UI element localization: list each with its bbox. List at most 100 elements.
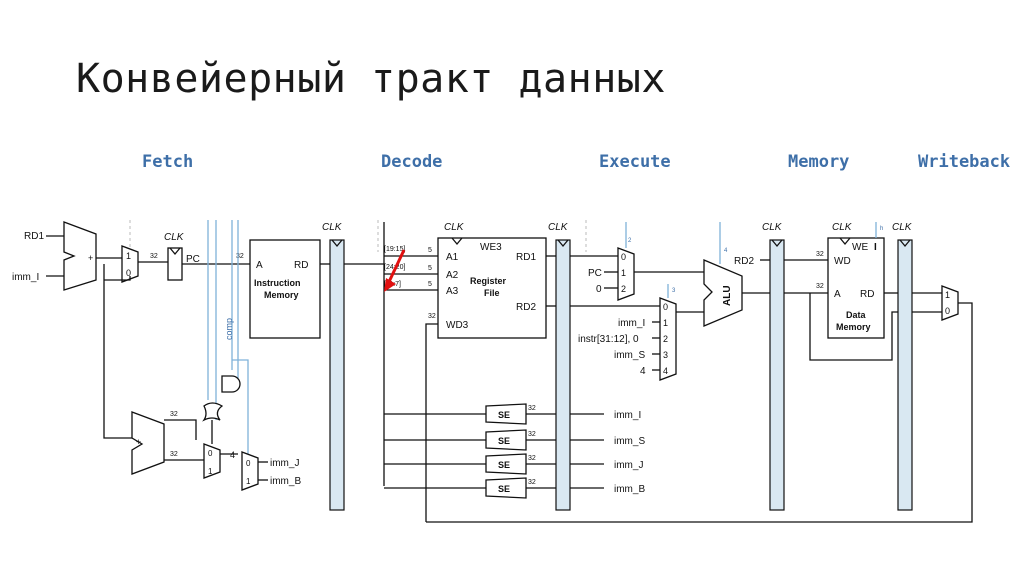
svg-text:32: 32 — [150, 253, 158, 260]
svg-text:Instruction: Instruction — [254, 278, 301, 288]
svg-text:2: 2 — [628, 238, 632, 244]
svg-text:32: 32 — [170, 451, 178, 458]
svg-text:32: 32 — [528, 405, 536, 412]
stage-label-writeback: Writeback — [918, 152, 1011, 172]
pipeline-register-mem-wb: CLK — [892, 222, 913, 511]
svg-text:CLK: CLK — [892, 222, 913, 233]
slide-title: Конвейерный тракт данных — [76, 56, 666, 102]
sign-extend-s: SE — [485, 429, 527, 451]
svg-text:0: 0 — [208, 449, 213, 458]
svg-text:CLK: CLK — [548, 222, 569, 233]
svg-text:+: + — [88, 253, 93, 263]
imm-i-out: imm_I — [614, 410, 641, 421]
svg-text:5: 5 — [428, 281, 432, 288]
and-gate — [221, 375, 241, 393]
svg-text:SE: SE — [498, 484, 510, 494]
svg-text:ALU: ALU — [722, 285, 733, 306]
or-gate — [202, 402, 224, 422]
svg-text:instr[31:12], 0: instr[31:12], 0 — [578, 334, 639, 345]
svg-text:CLK: CLK — [444, 222, 465, 233]
svg-text:CLK: CLK — [762, 222, 783, 233]
svg-text:32: 32 — [170, 411, 178, 418]
svg-text:0: 0 — [621, 252, 626, 262]
svg-text:WD3: WD3 — [446, 320, 469, 331]
imm-s-out: imm_S — [614, 436, 645, 447]
svg-text:4: 4 — [640, 366, 646, 377]
svg-text:32: 32 — [428, 313, 436, 320]
alu: ALU — [703, 259, 743, 327]
svg-text:imm_J: imm_J — [270, 458, 299, 469]
field-rs1: [19:15] — [384, 246, 405, 253]
svg-text:A: A — [256, 260, 263, 271]
imm-j-out: imm_J — [614, 460, 643, 471]
svg-text:+: + — [136, 437, 141, 447]
svg-text:RD2: RD2 — [516, 302, 536, 313]
sign-extend-j: SE — [485, 453, 527, 475]
svg-text:0: 0 — [126, 268, 131, 278]
sign-extend-i: SE — [485, 403, 527, 425]
svg-text:5: 5 — [428, 265, 432, 272]
branch-offset-mux: 0 1 — [241, 451, 259, 491]
svg-text:32: 32 — [528, 455, 536, 462]
rd1-input-label: RD1 — [24, 231, 44, 242]
svg-text:4: 4 — [724, 248, 728, 254]
pipeline-register-if-id: CLK — [322, 222, 345, 511]
svg-text:imm_B: imm_B — [270, 476, 301, 487]
svg-text:4: 4 — [230, 450, 235, 460]
svg-text:CLK: CLK — [164, 232, 185, 243]
svg-text:I: I — [874, 242, 877, 253]
svg-text:0: 0 — [596, 284, 602, 295]
stage-label-decode: Decode — [381, 152, 443, 172]
svg-text:PC: PC — [186, 254, 200, 265]
branch-adder: + — [131, 411, 165, 475]
stage-label-fetch: Fetch — [142, 152, 194, 172]
svg-text:RD: RD — [294, 260, 308, 271]
svg-text:2: 2 — [663, 334, 668, 344]
svg-text:32: 32 — [528, 479, 536, 486]
svg-text:Memory: Memory — [836, 322, 871, 332]
svg-text:WE3: WE3 — [480, 242, 502, 253]
svg-text:CLK: CLK — [832, 222, 853, 233]
svg-text:4: 4 — [663, 366, 668, 376]
svg-text:1: 1 — [945, 290, 950, 300]
svg-text:0: 0 — [663, 302, 668, 312]
svg-text:imm_S: imm_S — [614, 350, 645, 361]
register-file: CLK WE3 A1 A2 A3 RD1 RD2 WD3 Register Fi… — [437, 222, 547, 339]
svg-text:5: 5 — [428, 247, 432, 254]
svg-text:WE: WE — [852, 242, 868, 253]
alu-src-b-mux: 0 1 2 3 4 — [659, 297, 677, 381]
data-memory: CLK WE I WD A RD Data Memory — [827, 222, 885, 339]
pc-register: CLK PC — [164, 232, 200, 281]
svg-text:A: A — [834, 289, 841, 300]
svg-text:32: 32 — [816, 251, 824, 258]
pipeline-register-ex-mem: CLK — [762, 222, 785, 511]
red-arrow-annotation — [384, 249, 406, 292]
svg-text:Memory: Memory — [264, 290, 299, 300]
svg-text:File: File — [484, 288, 500, 298]
svg-text:1: 1 — [246, 477, 251, 486]
svg-text:1: 1 — [208, 467, 213, 476]
svg-text:0: 0 — [945, 306, 950, 316]
writeback-mux: 1 0 — [941, 285, 959, 321]
svg-text:1: 1 — [126, 251, 131, 261]
stage-dividers — [129, 220, 587, 252]
svg-text:32: 32 — [236, 253, 244, 260]
svg-text:2: 2 — [621, 284, 626, 294]
svg-text:1: 1 — [663, 318, 668, 328]
svg-text:SE: SE — [498, 410, 510, 420]
svg-text:1: 1 — [621, 268, 626, 278]
imm-b-out: imm_B — [614, 484, 645, 495]
svg-text:RD1: RD1 — [516, 252, 536, 263]
svg-text:3: 3 — [663, 350, 668, 360]
pc-adder-top: + — [63, 221, 97, 291]
instruction-memory: A RD Instruction Memory — [249, 239, 321, 339]
svg-text:SE: SE — [498, 460, 510, 470]
comp-label: comp — [224, 318, 234, 340]
imm-i-input-label: imm_I — [12, 272, 39, 283]
svg-text:imm_I: imm_I — [618, 318, 645, 329]
pipeline-register-id-ex: CLK — [548, 222, 571, 511]
svg-text:WD: WD — [834, 256, 851, 267]
alu-src-a-mux: 0 1 2 — [617, 247, 635, 301]
sign-extend-b: SE — [485, 477, 527, 499]
